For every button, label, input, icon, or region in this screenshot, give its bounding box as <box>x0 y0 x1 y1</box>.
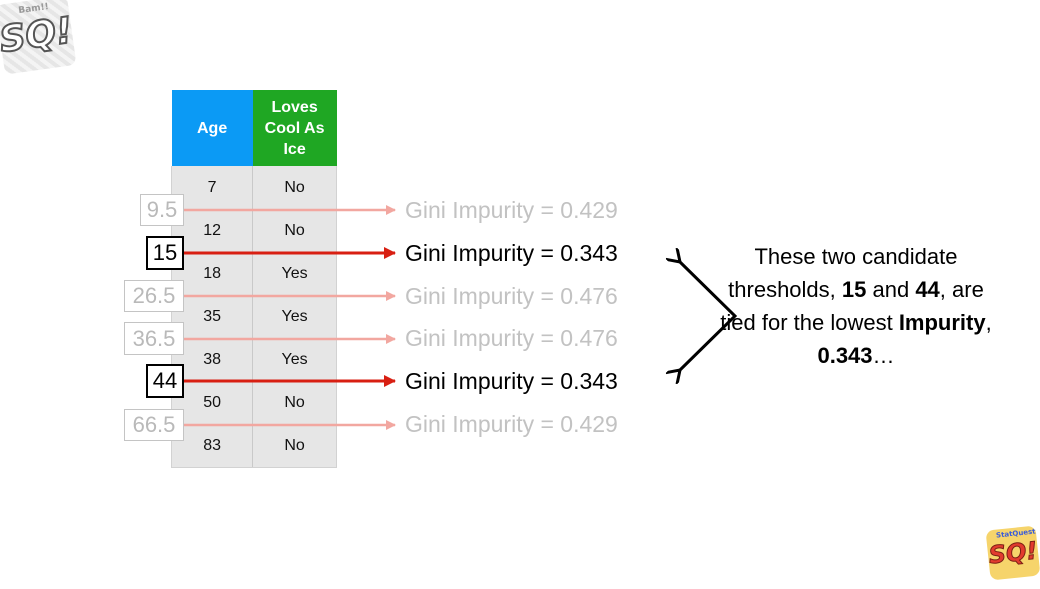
header-age: Age <box>171 90 253 166</box>
threshold-value: 66.5 <box>132 412 176 437</box>
threshold-box: 44 <box>146 364 184 398</box>
loves-cell: No <box>252 424 337 468</box>
gini-label: Gini Impurity = 0.429 <box>405 197 618 223</box>
note-bold-15: 15 <box>841 277 867 302</box>
loves-cell: No <box>252 209 337 252</box>
gini-label: Gini Impurity = 0.343 <box>405 240 618 266</box>
age-cell: 38 <box>170 338 254 381</box>
callout-note: These two candidate thresholds, 15 and 4… <box>712 240 1000 372</box>
threshold-box: 15 <box>146 236 184 270</box>
age-cell: 18 <box>170 252 254 295</box>
callout-bracket-arrows <box>680 262 738 370</box>
note-text: , are tied for the lowest <box>720 277 984 335</box>
threshold-value: 26.5 <box>132 283 176 308</box>
threshold-value: 44 <box>152 368 178 393</box>
note-bold-44: 44 <box>915 277 940 302</box>
loves-cell: Yes <box>252 295 337 338</box>
age-cell: 50 <box>170 381 254 424</box>
note-bold-impurity: Impurity <box>898 310 986 335</box>
gini-label: Gini Impurity = 0.476 <box>405 325 618 351</box>
threshold-box: 9.5 <box>140 194 184 226</box>
gini-label: Gini Impurity = 0.476 <box>405 283 618 309</box>
note-text: These two candidate thresholds, <box>728 244 958 302</box>
loves-cell: No <box>252 381 337 424</box>
logo-text: SQ! <box>987 536 1039 570</box>
loves-cell: Yes <box>252 338 337 381</box>
gini-label: Gini Impurity = 0.429 <box>405 411 618 437</box>
note-text: … <box>872 343 895 368</box>
gini-label: Gini Impurity = 0.343 <box>405 368 618 394</box>
header-loves-cool-as-ice: Loves Cool As Ice <box>252 90 337 166</box>
note-text: , <box>985 310 992 335</box>
threshold-value: 9.5 <box>146 197 178 222</box>
header-loves-label: Loves Cool As Ice <box>264 98 325 158</box>
threshold-box: 66.5 <box>124 409 184 441</box>
age-cell: 83 <box>170 424 254 468</box>
age-cell: 12 <box>170 209 254 252</box>
threshold-value: 15 <box>152 240 178 265</box>
age-cell: 35 <box>170 295 254 338</box>
loves-cell: Yes <box>252 252 337 295</box>
note-bold-value: 0.343 <box>817 343 873 368</box>
threshold-value: 36.5 <box>132 325 176 351</box>
note-text: and <box>866 277 916 302</box>
table-header-row: Age Loves Cool As Ice <box>171 90 337 166</box>
loves-cell: No <box>252 166 337 209</box>
threshold-box: 26.5 <box>124 280 184 312</box>
statquest-logo-bottom-right: StatQuest SQ! <box>985 525 1040 581</box>
age-cell: 7 <box>170 166 254 209</box>
threshold-box: 36.5 <box>124 322 184 355</box>
